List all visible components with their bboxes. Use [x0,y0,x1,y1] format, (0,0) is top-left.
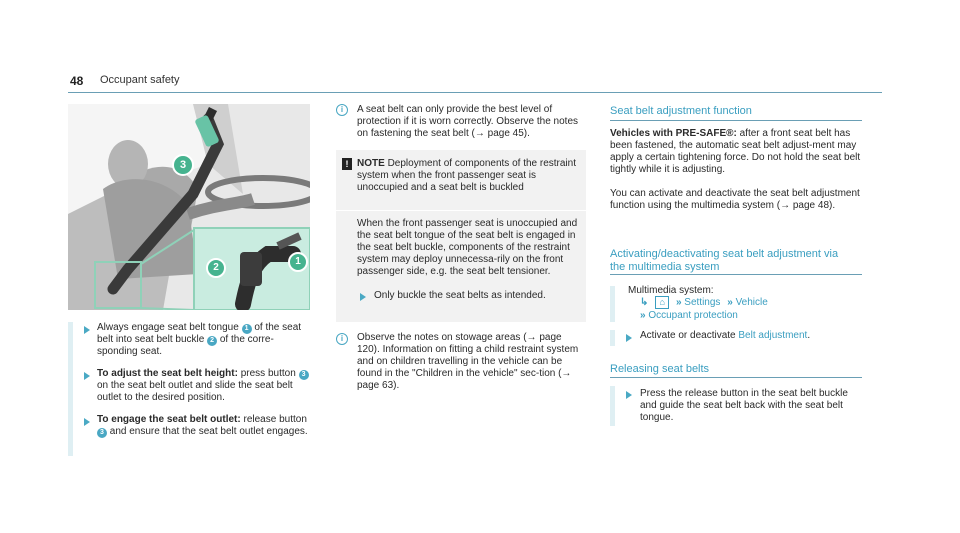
step-arrow-icon [626,391,632,399]
activate-step: Activate or deactivate Belt adjustment. [640,330,811,341]
info-note-stowage: Observe the notes on stowage areas (→ pa… [357,332,579,391]
notice-step: Only buckle the seat belts as intended. [374,290,546,301]
step-engage-tongue: Always engage seat belt tongue 1 of the … [97,322,302,357]
section-title-activating: Activating/deactivating seat belt adjust… [610,248,839,273]
step-arrow-icon [84,372,90,380]
badge-2: 2 [207,336,218,346]
home-icon[interactable]: ⌂ [655,296,670,309]
section-title-releasing: Releasing seat belts [610,363,710,375]
belt-adjustment-link[interactable]: Belt adjustment [738,330,808,341]
menu-occupant-protection[interactable]: Occupant protection [648,310,738,321]
step-engage-outlet: To engage the seat belt outlet: release … [97,414,308,438]
info-icon: i [336,104,348,116]
step-arrow-icon [626,334,632,342]
exclamation-icon: ! [342,158,352,170]
notice-box [336,150,586,322]
badge-1: 1 [241,324,252,334]
notice-heading: NOTE Deployment of components of the res… [357,158,576,193]
info-icon: i [336,333,348,345]
page-number: 48 [70,74,84,88]
chevron-right-icon: » [727,297,733,308]
badge-3: 3 [298,370,309,380]
chevron-right-icon: » [640,310,646,321]
return-arrow-icon: ↳ [640,297,649,308]
step-bar [68,322,73,456]
multimedia-label: Multimedia system: [628,285,714,296]
section-divider [610,377,862,378]
section-divider [610,274,862,275]
callout-3: 3 [172,154,194,176]
info-note-protection: A seat belt can only provide the best le… [357,104,579,139]
menu-settings[interactable]: Settings [684,297,721,308]
callout-2: 2 [206,258,226,278]
step-arrow-icon [84,326,90,334]
step-arrow-icon [360,293,366,301]
step-arrow-icon [84,418,90,426]
seat-belt-figure: 3 2 1 [68,104,310,310]
badge-3: 3 [97,428,107,438]
section-divider [610,120,862,121]
notice-body: When the front passenger seat is unoccup… [357,218,578,277]
page-header-title: Occupant safety [100,74,180,86]
chevron-right-icon: » [675,297,682,308]
step-bar [610,330,615,346]
adjustment-multimedia-text: You can activate and deactivate the seat… [610,188,860,211]
step-adjust-height: To adjust the seat belt height: press bu… [97,368,312,404]
step-bar [610,386,615,426]
presafe-text: Vehicles with PRE-SAFE®: after a front s… [610,128,861,175]
header-divider [68,92,882,93]
notice-divider [336,210,586,211]
release-step: Press the release button in the seat bel… [640,388,848,423]
menu-path: ↳ ⌂ » Settings » Vehicle » Occupant prot… [640,296,865,322]
menu-vehicle[interactable]: Vehicle [735,297,768,308]
callout-1: 1 [288,252,308,272]
step-bar [610,286,615,322]
section-title-adjustment: Seat belt adjustment function [610,105,752,117]
